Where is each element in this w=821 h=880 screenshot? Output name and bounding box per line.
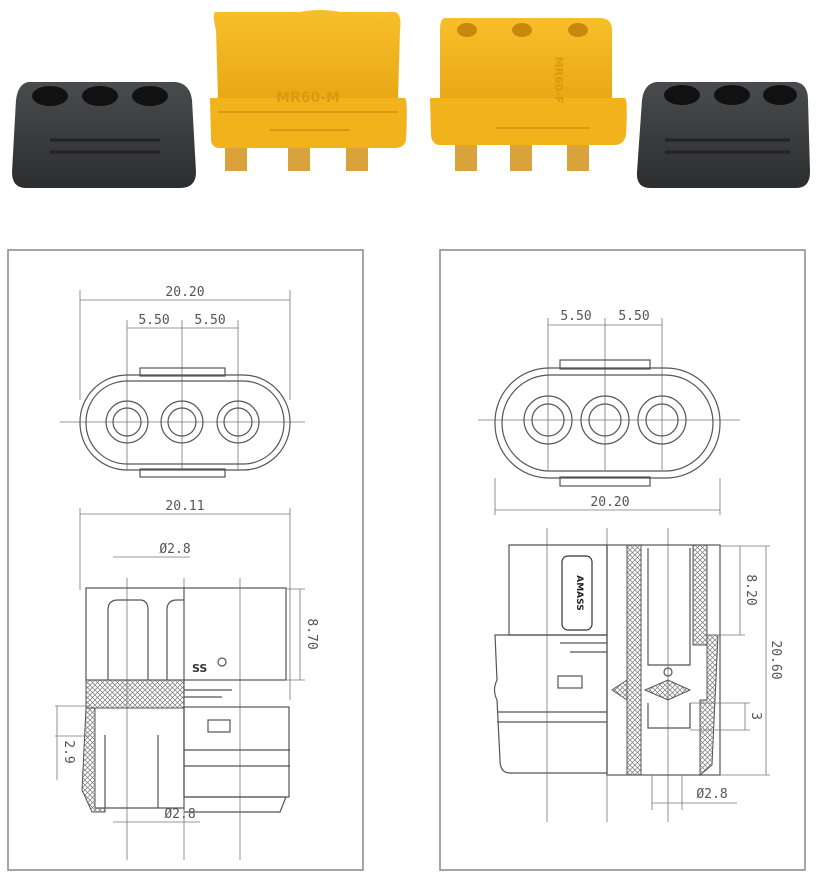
male-connector-housing: MR60-M <box>210 10 407 171</box>
dim-height-mating: 8.20 <box>743 574 758 605</box>
male-side-view: 20.11 Ø2.8 SS 8.70 2.9 Ø2.8 <box>55 499 319 860</box>
dim-pitch-2: 5.50 <box>618 309 649 324</box>
dim-solder-depth: 3 <box>748 712 763 720</box>
dim-height-total: 20.60 <box>768 640 783 679</box>
dim-solder-depth: 2.9 <box>61 740 76 763</box>
female-top-view: 5.50 5.50 20.20 <box>478 309 740 515</box>
dim-pitch-1: 5.50 <box>560 309 591 324</box>
dim-pin-diameter: Ø2.8 <box>696 787 727 802</box>
female-technical-drawing: 5.50 5.50 20.20 AMASS <box>439 249 806 871</box>
male-logo-mark: SS <box>192 662 207 675</box>
drawing-frame <box>7 249 364 871</box>
right-black-cap <box>636 82 810 188</box>
dim-width-side: 20.11 <box>165 499 204 514</box>
female-side-view: AMASS 8.20 20.60 3 Ø2.8 <box>493 528 783 822</box>
male-technical-drawing: 20.20 5.50 5.50 20.11 Ø2.8 SS <box>7 249 364 871</box>
dim-pin-diameter-top: Ø2.8 <box>159 542 190 557</box>
male-top-view: 20.20 5.50 5.50 <box>60 285 305 478</box>
drawing-frame <box>439 249 806 871</box>
female-housing-marking: MR60-F <box>552 57 565 104</box>
dim-height-mating: 8.70 <box>304 618 319 649</box>
male-housing-marking: MR60-M <box>276 90 340 106</box>
dim-width-top: 20.20 <box>590 495 629 510</box>
dim-width-top: 20.20 <box>165 285 204 300</box>
female-connector-housing: MR60-F <box>430 18 627 171</box>
dim-pitch-2: 5.50 <box>194 313 225 328</box>
dim-pitch-1: 5.50 <box>138 313 169 328</box>
left-black-cap <box>12 82 196 188</box>
female-logo-mark: AMASS <box>574 575 584 610</box>
dim-pin-diameter-bottom: Ø2.8 <box>164 807 195 822</box>
